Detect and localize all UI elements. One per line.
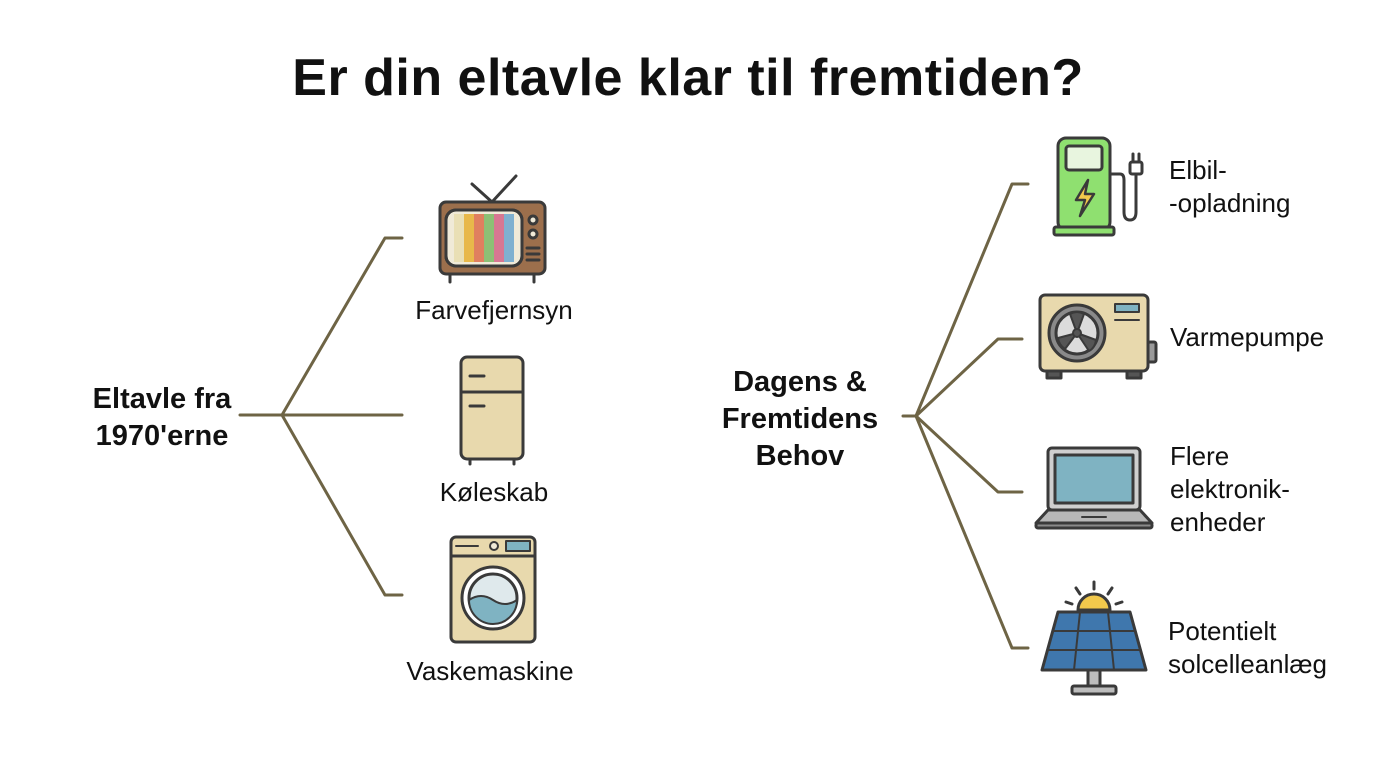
- laptop-label-line: enheder: [1170, 507, 1266, 537]
- left-hub-line: Eltavle fra: [92, 383, 232, 415]
- solar-label-line: solcelleanlæg: [1168, 649, 1327, 679]
- laptop-label-line: Flere: [1170, 441, 1230, 471]
- tv-icon: [438, 174, 547, 284]
- laptop-label: Flere elektronik- enheder: [1170, 440, 1290, 539]
- washer-label-line: Vaskemaskine: [406, 656, 574, 686]
- heat-pump-icon: [1038, 293, 1158, 380]
- right-branch-heatpump: [914, 337, 1024, 418]
- laptop-label-line: elektronik-: [1170, 474, 1290, 504]
- right-hub-line: Fremtidens: [721, 403, 879, 435]
- right-hub-line: Behov: [755, 440, 845, 472]
- left-branch-washer: [280, 413, 404, 597]
- left-hub-line: 1970'erne: [95, 420, 229, 452]
- ev-label: Elbil- -opladning: [1169, 154, 1290, 220]
- washing-machine-icon: [449, 535, 537, 644]
- right-branch-ev: [914, 182, 1030, 418]
- solar-label-line: Potentielt: [1168, 616, 1277, 646]
- right-hub-line: Dagens &: [733, 366, 867, 398]
- heatpump-label-line: Varmepumpe: [1170, 322, 1325, 352]
- solar-label: Potentielt solcelleanlæg: [1168, 615, 1327, 681]
- page-title: Er din eltavle klar til fremtiden?: [292, 49, 1084, 107]
- solar-panel-icon: [1040, 580, 1148, 696]
- right-branch-solar: [914, 414, 1030, 650]
- ev-label-line: Elbil-: [1169, 155, 1227, 185]
- heatpump-label: Varmepumpe: [1170, 321, 1324, 354]
- left-branch-tv: [280, 236, 404, 417]
- left-hub-label: Eltavle fra 1970'erne: [62, 381, 262, 455]
- washer-label: Vaskemaskine: [390, 655, 590, 688]
- fridge-label: Køleskab: [394, 476, 594, 509]
- laptop-icon: [1034, 446, 1154, 530]
- fridge-label-line: Køleskab: [439, 477, 549, 507]
- ev-label-line: -opladning: [1169, 188, 1291, 218]
- ev-charger-icon: [1052, 136, 1144, 237]
- tv-label: Farvefjernsyn: [394, 294, 594, 327]
- fridge-icon: [459, 355, 525, 466]
- right-branch-laptop: [914, 414, 1024, 494]
- tv-label-line: Farvefjernsyn: [415, 295, 573, 325]
- right-hub-label: Dagens & Fremtidens Behov: [700, 364, 900, 475]
